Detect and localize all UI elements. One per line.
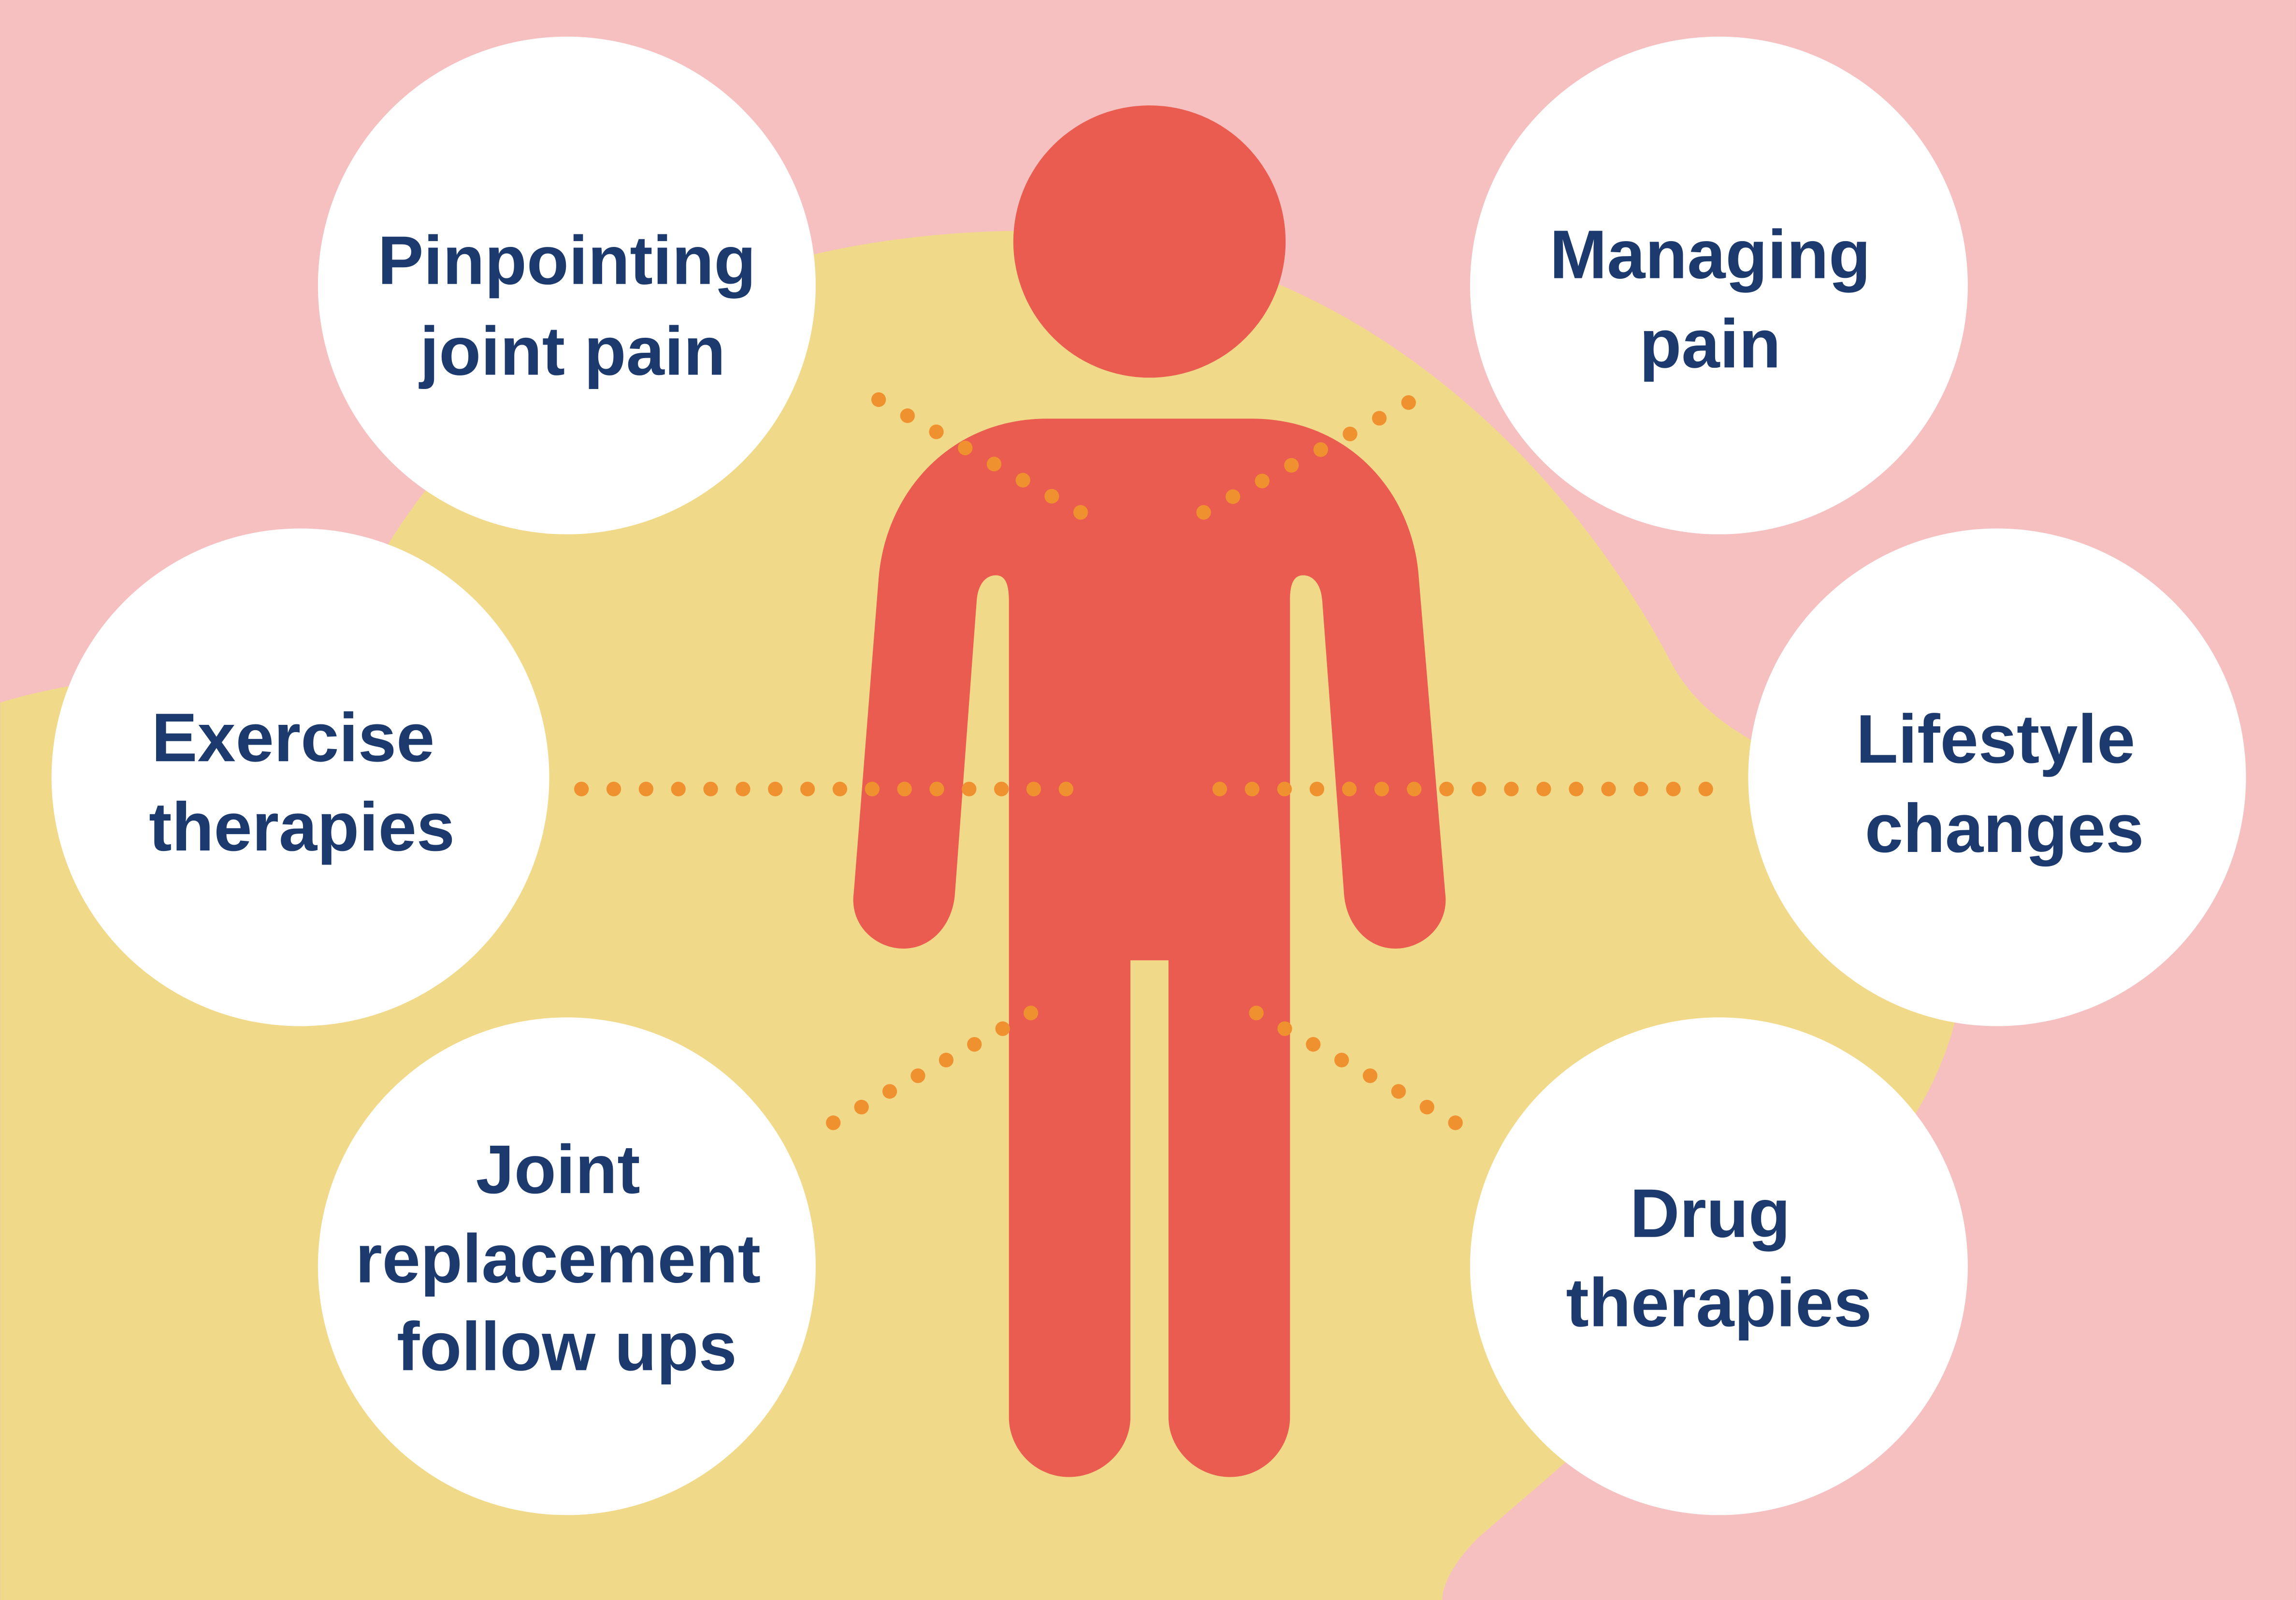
dot	[1419, 1099, 1434, 1115]
dot	[1698, 781, 1713, 796]
dot	[962, 781, 977, 796]
dot	[1196, 505, 1211, 520]
dot	[1504, 781, 1519, 796]
dot	[1536, 781, 1551, 796]
dot	[1073, 505, 1088, 520]
dot	[1374, 781, 1389, 796]
topic-label-line: pain	[1639, 305, 1781, 382]
dot	[1439, 781, 1454, 796]
dot	[1226, 489, 1241, 504]
dot	[967, 1037, 982, 1052]
dot	[1362, 1068, 1378, 1083]
dot	[1277, 1021, 1292, 1036]
dot	[1249, 1006, 1264, 1021]
dot	[910, 1068, 925, 1083]
dot	[1407, 781, 1422, 796]
human-figure	[853, 105, 1446, 1477]
topic-label-line: Managing	[1550, 216, 1871, 293]
topic-label-line: changes	[1865, 790, 2144, 867]
dot	[1569, 781, 1584, 796]
dot	[1306, 1037, 1321, 1052]
figure-head	[1013, 105, 1286, 378]
topic-label-line: therapies	[149, 789, 455, 865]
dot	[1244, 781, 1260, 796]
topic-managing: Managing pain	[1470, 36, 1968, 534]
dot	[1343, 426, 1357, 442]
topic-label-line: Pinpointing	[377, 222, 756, 299]
dot	[1633, 781, 1648, 796]
dot	[768, 781, 783, 796]
dot	[638, 781, 654, 796]
topic-label-line: Drug	[1630, 1175, 1791, 1252]
dot	[574, 781, 589, 796]
dot	[1313, 442, 1329, 457]
dot	[1058, 781, 1074, 796]
dot	[865, 781, 880, 796]
topic-label-line: follow ups	[397, 1308, 737, 1385]
dot	[1044, 489, 1059, 504]
dot	[1601, 781, 1616, 796]
dot	[800, 781, 815, 796]
dot	[1277, 781, 1292, 796]
dot	[929, 424, 944, 439]
topic-circle	[318, 36, 816, 534]
topic-label-line: joint pain	[419, 313, 726, 389]
topic-circle	[1470, 36, 1968, 534]
topic-circle	[51, 528, 549, 1026]
topic-joint-replacement: Joint replacement follow ups	[318, 1017, 816, 1515]
dot	[900, 408, 915, 423]
dot	[1334, 1052, 1349, 1067]
dot	[1284, 458, 1299, 473]
dot	[1015, 473, 1030, 488]
dot	[1666, 781, 1681, 796]
dot	[736, 781, 751, 796]
topic-exercise: Exercise therapies	[51, 528, 549, 1026]
figure-body	[853, 418, 1446, 1477]
dot	[832, 781, 848, 796]
dot	[1372, 411, 1387, 426]
dot	[606, 781, 621, 796]
topic-circle	[318, 1017, 816, 1515]
dot	[897, 781, 912, 796]
dot	[994, 781, 1009, 796]
topic-label-line: Exercise	[152, 699, 435, 776]
topic-label-line: Joint	[476, 1131, 640, 1208]
dot	[826, 1115, 841, 1130]
topic-label-line: therapies	[1566, 1265, 1872, 1341]
topic-label-line: Lifestyle	[1856, 701, 2136, 778]
dot	[1342, 781, 1357, 796]
dot	[854, 1099, 869, 1115]
dot	[986, 457, 1002, 472]
topic-drug: Drug therapies	[1470, 1017, 1968, 1515]
dot	[1212, 781, 1227, 796]
dot	[1391, 1084, 1406, 1099]
dot	[1255, 474, 1270, 489]
topic-pinpointing: Pinpointing joint pain	[318, 36, 816, 534]
topic-lifestyle: Lifestyle changes	[1748, 528, 2246, 1026]
dot	[703, 781, 718, 796]
dot	[958, 440, 973, 456]
dot	[1401, 395, 1416, 410]
dot	[929, 781, 944, 796]
dot	[1448, 1115, 1463, 1130]
dot	[1472, 781, 1487, 796]
dot	[882, 1084, 897, 1099]
dot	[671, 781, 686, 796]
dot	[871, 392, 886, 407]
pain-point-dotted-lines	[574, 392, 1713, 1130]
dot	[995, 1021, 1010, 1036]
dot	[939, 1052, 954, 1067]
topic-label-line: replacement	[355, 1221, 761, 1297]
dot	[1026, 781, 1041, 796]
dot	[1024, 1006, 1039, 1021]
dot	[1309, 781, 1325, 796]
topic-circle	[1748, 528, 2246, 1026]
topic-circle	[1470, 1017, 1968, 1515]
